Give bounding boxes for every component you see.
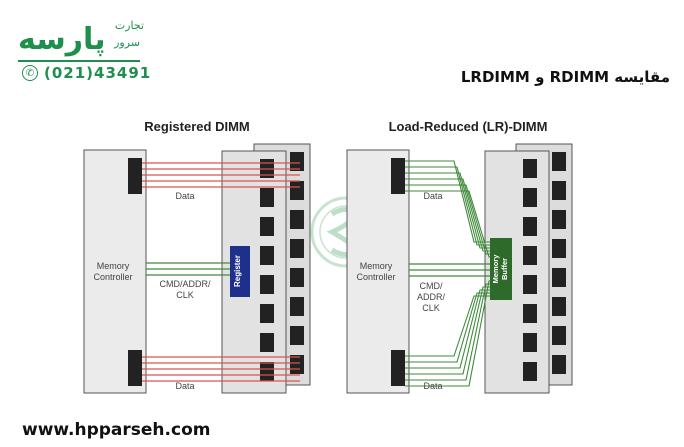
lrdimm-back-memory-chip (552, 355, 566, 374)
phone-icon: ✆ (22, 65, 38, 81)
lrdimm-data-line (405, 280, 490, 387)
lrdimm-data-line (405, 292, 490, 363)
rdimm-data-lines-top (142, 162, 300, 188)
rdimm-back-memory-chip (290, 210, 304, 229)
rdimm-back-memory-chip (290, 268, 304, 287)
rdimm-front-memory-chip (260, 362, 274, 381)
rdimm-front-memory-chip (260, 217, 274, 236)
lrdimm-front-memory-chip (523, 333, 537, 352)
rdimm-front-memory-chip (260, 304, 274, 323)
lrdimm-front-memory-chip (523, 275, 537, 294)
rdimm-diagram: Registered DIMM Memory Controller Data D… (83, 119, 311, 394)
register-chip-label: Register (233, 255, 242, 287)
lrdimm-cmd-label-1: CMD/ (420, 281, 443, 291)
lrdimm-data-lines-bottom (405, 280, 490, 387)
lrdimm-title: Load-Reduced (LR)-DIMM (389, 119, 548, 134)
memory-buffer-label-2: Buffer (500, 258, 509, 280)
lrdimm-controller-label-2: Controller (356, 272, 395, 282)
website-url[interactable]: www.hpparseh.com (22, 420, 211, 440)
rdimm-front-memory-chip (260, 246, 274, 265)
lrdimm-data-bottom-label: Data (423, 381, 442, 391)
rdimm-controller-label-2: Controller (93, 272, 132, 282)
rdimm-data-lines-bottom (142, 356, 300, 382)
brand-logo: پارسه تجارت سرور (18, 16, 144, 64)
brand-divider (18, 60, 140, 62)
lrdimm-front-memory-chip (523, 246, 537, 265)
rdimm-back-memory-chip (290, 152, 304, 171)
rdimm-back-memory-chip (290, 355, 304, 374)
memory-buffer-label-1: Memory (491, 254, 500, 284)
lrdimm-back-memory-chip (552, 239, 566, 258)
rdimm-back-memory-chip (290, 181, 304, 200)
lrdimm-controller-port-bottom (391, 350, 405, 386)
rdimm-front-memory-chip (260, 188, 274, 207)
lrdimm-back-memory-chip (552, 268, 566, 287)
rdimm-cmd-lines (146, 262, 230, 276)
lrdimm-back-memory-chip (552, 326, 566, 345)
lrdimm-back-memory-chip (552, 297, 566, 316)
rdimm-front-memory-chip (260, 275, 274, 294)
rdimm-cmd-label-1: CMD/ADDR/ (160, 279, 211, 289)
rdimm-controller-label-1: Memory (97, 261, 130, 271)
rdimm-cmd-label-2: CLK (176, 290, 194, 300)
brand-phone[interactable]: ✆ (021)43491 (22, 64, 151, 82)
lrdimm-front-memory-chip (523, 362, 537, 381)
lrdimm-diagram: Load-Reduced (LR)-DIMM Memory Controller… (346, 119, 573, 394)
lrdimm-front-chips (523, 159, 537, 381)
rdimm-back-chips (290, 152, 304, 374)
lrdimm-cmd-label-3: CLK (422, 303, 440, 313)
lrdimm-front-memory-chip (523, 217, 537, 236)
lrdimm-front-memory-chip (523, 304, 537, 323)
lrdimm-cmd-label-2: ADDR/ (417, 292, 446, 302)
rdimm-data-bottom-label: Data (175, 381, 194, 391)
lrdimm-back-memory-chip (552, 181, 566, 200)
rdimm-front-memory-chip (260, 333, 274, 352)
lrdimm-data-line (405, 190, 490, 258)
lrdimm-controller-label-1: Memory (360, 261, 393, 271)
phone-number: (021)43491 (44, 64, 152, 82)
rdimm-title: Registered DIMM (144, 119, 249, 134)
page-title: مقایسه RDIMM و LRDIMM (460, 68, 670, 86)
rdimm-back-memory-chip (290, 297, 304, 316)
brand-name: پارسه (18, 22, 106, 57)
lrdimm-back-memory-chip (552, 152, 566, 171)
brand-tagline-1: تجارت (114, 19, 144, 32)
lrdimm-data-line (405, 178, 490, 252)
memory-buffer-chip (490, 238, 512, 300)
brand-tagline-2: سرور (114, 36, 140, 49)
lrdimm-data-top-label: Data (423, 191, 442, 201)
lrdimm-cmd-lines (409, 263, 490, 277)
lrdimm-data-line (405, 295, 490, 357)
lrdimm-data-lines-top (405, 160, 490, 258)
lrdimm-front-memory-chip (523, 188, 537, 207)
lrdimm-back-memory-chip (552, 210, 566, 229)
register-chip (230, 246, 250, 297)
lrdimm-front-memory-chip (523, 159, 537, 178)
rdimm-controller-port-top (128, 158, 142, 194)
lrdimm-controller-port-top (391, 158, 405, 194)
rdimm-data-top-label: Data (175, 191, 194, 201)
lrdimm-data-line (405, 286, 490, 375)
lrdimm-data-line (405, 172, 490, 249)
lrdimm-back-chips (552, 152, 566, 374)
rdimm-back-memory-chip (290, 239, 304, 258)
rdimm-back-memory-chip (290, 326, 304, 345)
rdimm-controller-port-bottom (128, 350, 142, 386)
